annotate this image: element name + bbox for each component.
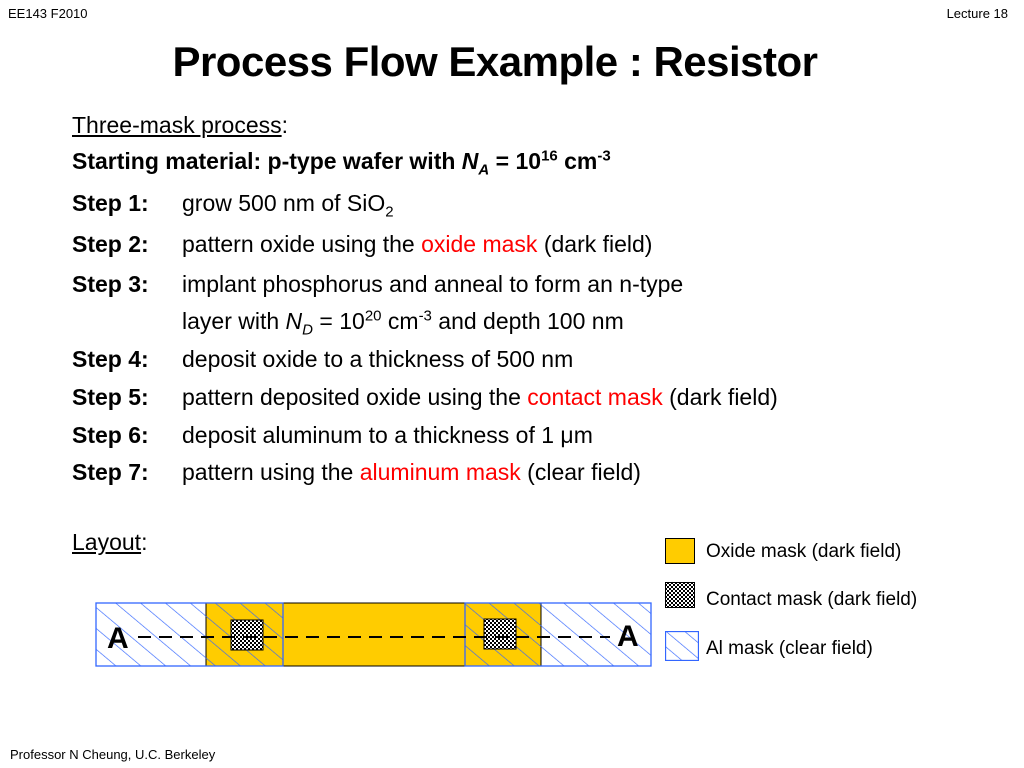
step-3-line2-pre: layer with — [182, 308, 286, 334]
step-5-post: (dark field) — [662, 384, 778, 410]
legend-oxide: Oxide mask (dark field) — [706, 541, 902, 562]
legend-contact: Contact mask (dark field) — [706, 589, 918, 610]
step-2-mask: oxide mask — [421, 231, 538, 257]
na-symbol: N — [461, 148, 479, 174]
step-6: Step 6: deposit aluminum to a thickness o… — [72, 422, 593, 449]
nd-unit: cm — [381, 308, 419, 334]
nd-symbol: N — [285, 308, 303, 334]
step-7-mask: aluminum mask — [359, 459, 521, 485]
step-6-text: deposit aluminum to a thickness of 1 — [182, 422, 561, 448]
step-3-line1: implant phosphorus and anneal to form an… — [182, 271, 684, 297]
step-4: Step 4: deposit oxide to a thickness of 5… — [72, 346, 573, 373]
oxide-swatch — [665, 538, 695, 564]
step-7-label: Step 7: — [72, 459, 149, 485]
layout-label: Layout — [72, 529, 142, 555]
starting-prefix: Starting material: p-type wafer with — [72, 148, 462, 174]
slide-title: Process Flow Example : Resistor — [172, 38, 818, 85]
na-unit-exp: -3 — [597, 147, 611, 165]
step-5-label: Step 5: — [72, 384, 149, 410]
step-4-text: deposit oxide to a thickness of 500 nm — [182, 346, 574, 372]
starting-material: Starting material: p-type wafer with NA … — [72, 147, 611, 178]
step-5-mask: contact mask — [527, 384, 663, 410]
step-5: Step 5: pattern deposited oxide using the… — [72, 384, 778, 411]
step-3-post: and depth 100 nm — [431, 308, 624, 334]
step-1-sub: 2 — [385, 203, 394, 221]
step-2: Step 2: pattern oxide using the oxide mas… — [72, 231, 652, 258]
three-mask-label: Three-mask process — [72, 112, 282, 138]
mu-symbol: μ — [560, 422, 574, 448]
al-swatch — [665, 631, 699, 661]
na-unit: cm — [557, 148, 598, 174]
step-2-label: Step 2: — [72, 231, 149, 257]
layout-heading: Layout: — [72, 529, 147, 556]
nd-unit-exp: -3 — [418, 307, 432, 325]
step-3-line2: layer with ND = 1020 cm-3 and depth 100 … — [182, 307, 624, 338]
nd-sub: D — [302, 321, 314, 339]
three-mask-colon: : — [281, 112, 289, 138]
step-5-pre: pattern deposited oxide using the — [182, 384, 528, 410]
footer-credit: Professor N Cheung, U.C. Berkeley — [10, 747, 216, 762]
step-3: Step 3: implant phosphorus and anneal to … — [72, 271, 683, 298]
step-6-label: Step 6: — [72, 422, 149, 448]
step-1: Step 1: grow 500 nm of SiO2 — [72, 190, 394, 220]
step-2-pre: pattern oxide using the — [182, 231, 422, 257]
na-sub: A — [478, 161, 490, 179]
three-mask-heading: Three-mask process: — [72, 112, 288, 139]
step-7-post: (clear field) — [520, 459, 641, 485]
legend-al: Al mask (clear field) — [706, 638, 873, 659]
contact-left — [230, 619, 264, 651]
na-eq: = 10 — [489, 148, 542, 174]
step-2-post: (dark field) — [537, 231, 653, 257]
step-7: Step 7: pattern using the aluminum mask (… — [72, 459, 641, 486]
course-label: EE143 F2010 — [8, 6, 88, 21]
nd-eq: = 10 — [313, 308, 365, 334]
section-a-right: A — [617, 620, 639, 653]
nd-exp: 20 — [364, 307, 382, 325]
na-exp: 16 — [541, 147, 558, 165]
step-6-post: m — [573, 422, 593, 448]
contact-swatch — [665, 582, 695, 608]
step-1-label: Step 1: — [72, 190, 149, 216]
step-4-label: Step 4: — [72, 346, 149, 372]
section-a-left: A — [107, 622, 129, 655]
layout-diagram — [95, 602, 652, 667]
step-3-label: Step 3: — [72, 271, 149, 297]
step-1-text: grow 500 nm of SiO — [182, 190, 386, 216]
layout-colon: : — [141, 529, 148, 555]
contact-right — [483, 618, 517, 650]
step-7-pre: pattern using the — [182, 459, 360, 485]
lecture-label: Lecture 18 — [946, 6, 1008, 21]
